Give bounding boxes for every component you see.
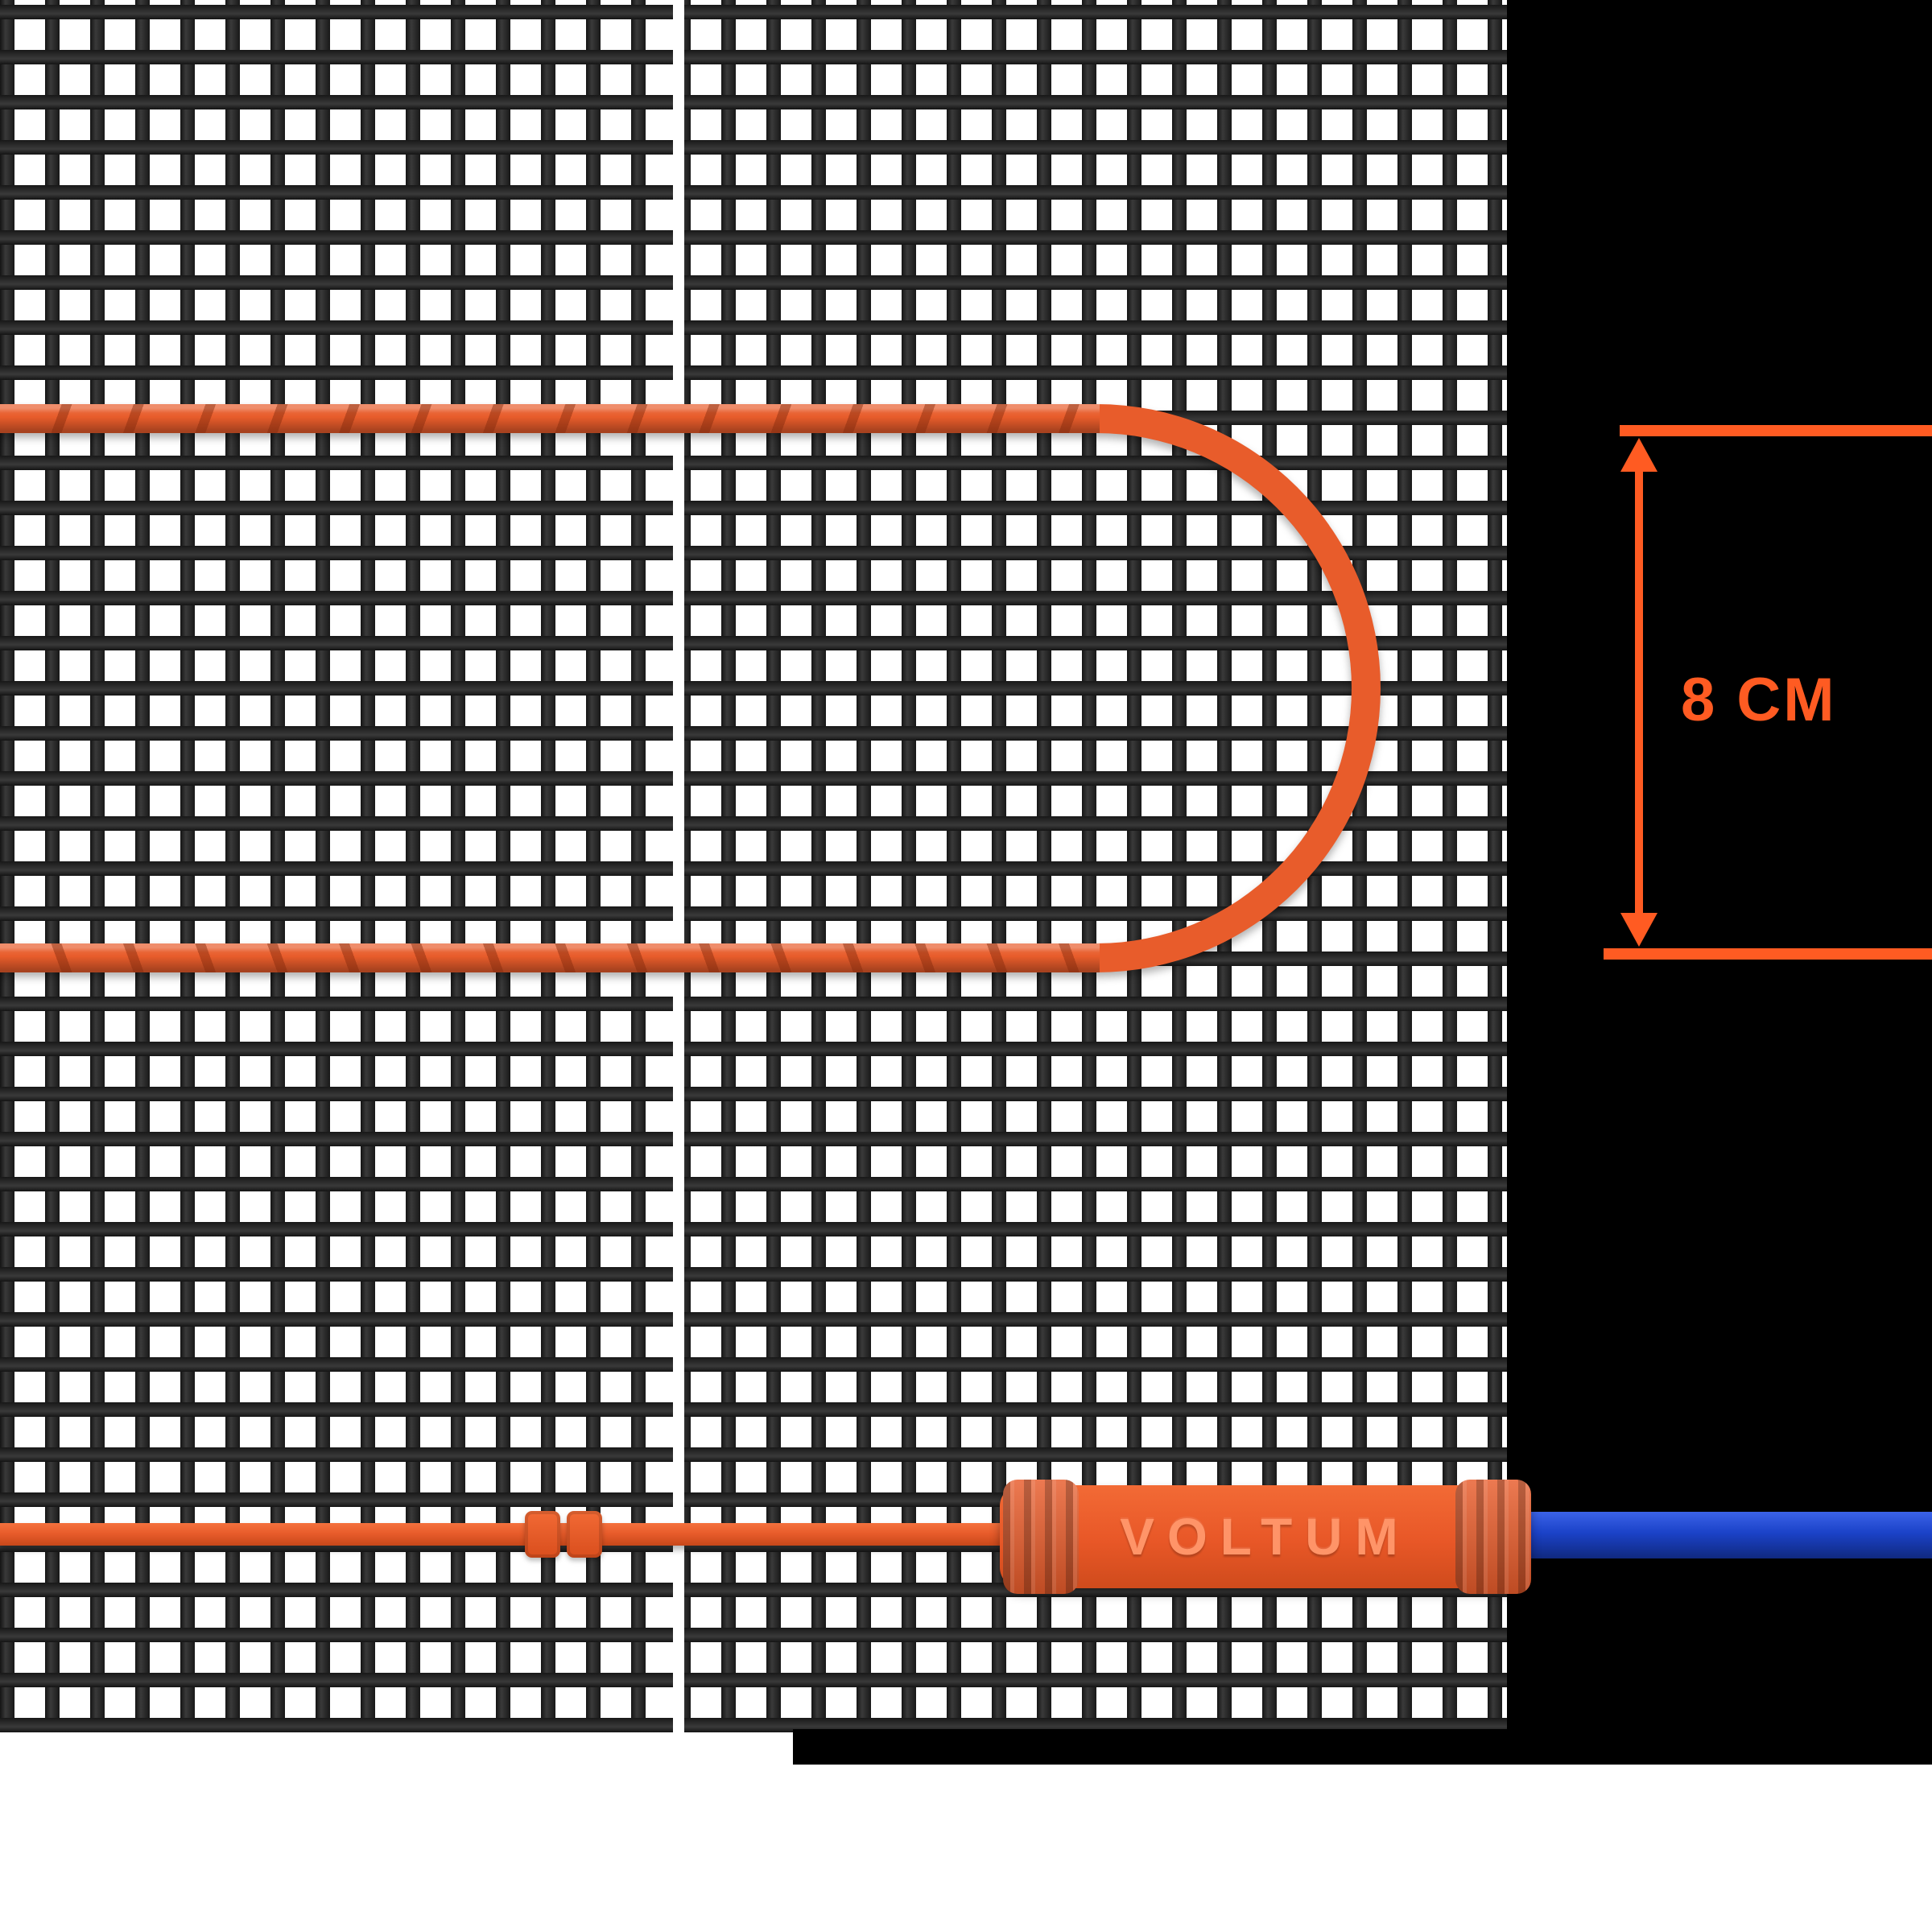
cable-splice-clip: [525, 1511, 560, 1558]
connector-rib-left: [1003, 1480, 1079, 1594]
dimension-arrow-shaft: [1635, 469, 1643, 918]
arrowhead-down-icon: [1620, 913, 1657, 947]
connector-brand-label: VOLTUM: [1120, 1508, 1411, 1566]
heating-cable-loop: [0, 404, 1381, 972]
mesh-seam-gap: [673, 0, 684, 1732]
cable-spiral-texture-bottom: [0, 943, 1100, 972]
mat-bottom-edge: [793, 1729, 1932, 1765]
cable-splice-clip: [567, 1511, 602, 1558]
power-connector-body: [1000, 1485, 1531, 1588]
cold-lead-cable: [1521, 1512, 1932, 1558]
connector-rib-right: [1455, 1480, 1531, 1594]
arrowhead-up-icon: [1620, 438, 1657, 472]
dimension-label: 8 CM: [1681, 666, 1837, 734]
cable-spiral-texture-top: [0, 404, 1100, 433]
dimension-line-top: [1620, 425, 1932, 436]
background-panel: [1507, 0, 1932, 1765]
heating-cable-lead: [0, 1523, 1038, 1546]
dimension-line-bottom: [1604, 948, 1932, 960]
